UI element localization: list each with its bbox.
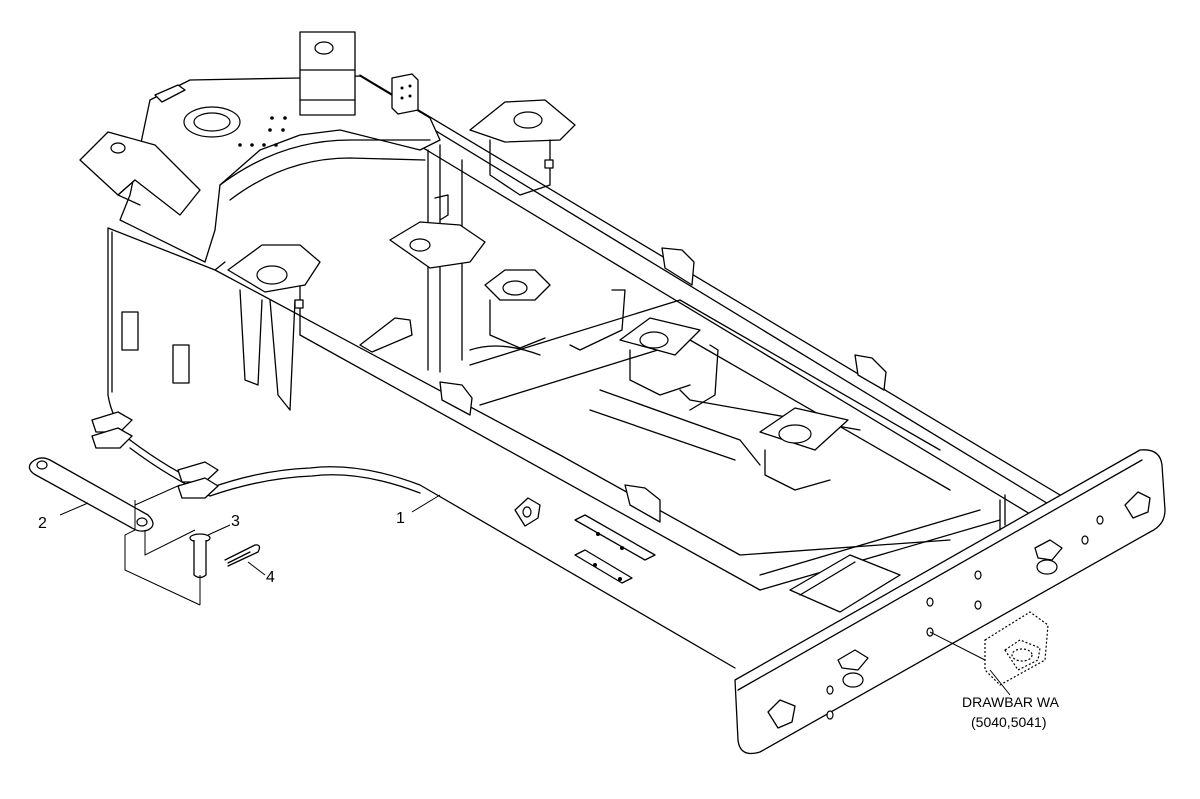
- callout-4: 4: [266, 569, 275, 586]
- rail-tabs: [439, 247, 887, 523]
- rear-rail-mount: [469, 99, 576, 196]
- center-bracket: [469, 269, 551, 356]
- callout-3: 3: [231, 513, 240, 530]
- drawbar-phantom: [929, 611, 1049, 686]
- assembly-lines: [124, 484, 201, 606]
- mounting-lugs: [91, 411, 219, 499]
- cross-strap-2: [689, 344, 719, 411]
- bent-bracket: [79, 131, 201, 216]
- mid-rail-bracket: [619, 317, 701, 396]
- vertical-post: [389, 144, 486, 373]
- front-left-bracket: [227, 244, 321, 411]
- side-block-upper: [121, 311, 139, 351]
- perforated-block: [391, 73, 419, 115]
- drawbar-note-codes: (5040,5041): [971, 714, 1047, 730]
- pin: [189, 533, 211, 579]
- small-tab: [154, 84, 186, 103]
- drawbar-note-title: DRAWBAR WA: [962, 694, 1060, 710]
- lower-rail-bracket: [759, 407, 849, 491]
- leader-lines: [59, 494, 1011, 696]
- link-arm: [28, 457, 154, 532]
- tie-bar: [359, 317, 413, 353]
- front-rail-plates: [514, 497, 656, 584]
- top-deck-plate: [119, 75, 441, 263]
- side-block-lower: [172, 344, 190, 384]
- top-hinge-bracket: [299, 31, 356, 116]
- rear-crossbeam: [734, 449, 1166, 755]
- cross-strap: [569, 289, 626, 351]
- callout-2: 2: [38, 515, 47, 532]
- callout-1: 1: [396, 510, 405, 527]
- clip: [224, 544, 261, 567]
